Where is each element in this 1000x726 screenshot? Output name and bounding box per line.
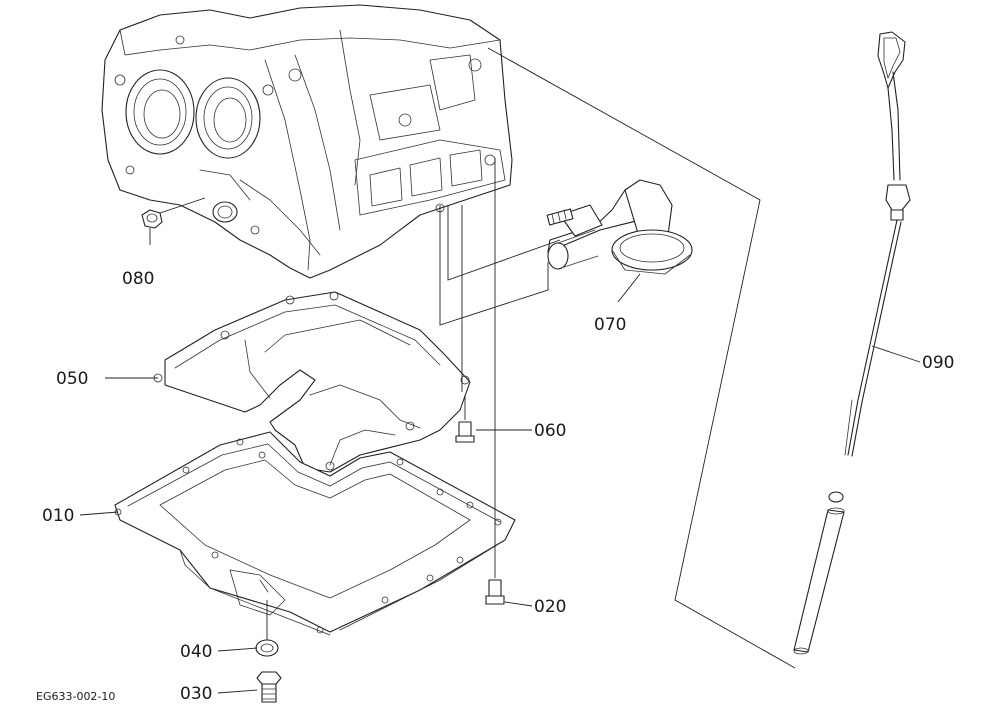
engine-block	[101, 4, 513, 279]
part-070-oil-strainer	[546, 179, 693, 275]
callout-030: 030	[180, 684, 212, 704]
drawing-id: EG633-002-10	[36, 690, 115, 703]
projection-lines	[439, 205, 561, 392]
callout-070: 070	[594, 315, 626, 335]
part-020-bolt	[485, 158, 505, 605]
part-080-drain-plug	[141, 197, 206, 245]
part-090-dipstick	[487, 31, 911, 669]
callout-020: 020	[534, 597, 566, 617]
callout-060: 060	[534, 421, 566, 441]
callout-090: 090	[922, 353, 954, 373]
part-050-baffle-plate	[153, 291, 471, 473]
callout-040: 040	[180, 642, 212, 662]
part-010-oil-pan	[114, 431, 516, 636]
callout-050: 050	[56, 369, 88, 389]
part-060-bolt	[455, 395, 475, 443]
callout-leaders	[79, 273, 921, 694]
callout-labels: 010 020 030 040 050 060 070 080 090	[42, 269, 954, 704]
part-030-drain-plug	[256, 600, 282, 703]
callout-010: 010	[42, 506, 74, 526]
part-040-gasket-washer	[255, 639, 279, 657]
callout-080: 080	[122, 269, 154, 289]
